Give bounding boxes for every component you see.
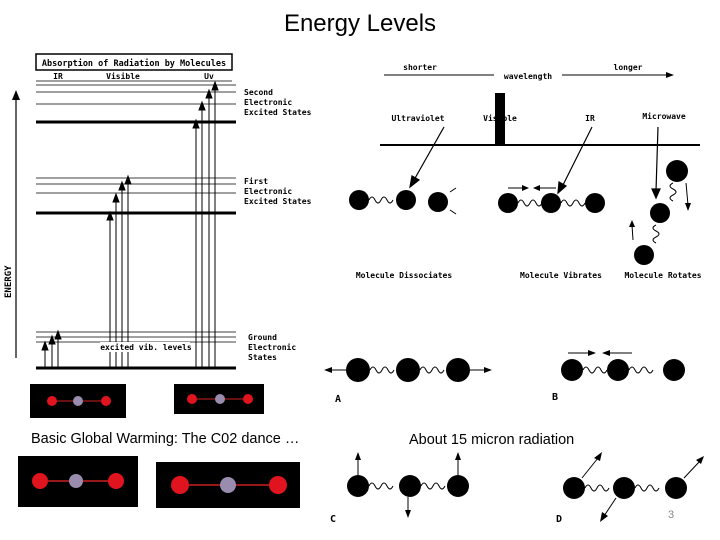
wavelength-label: wavelength [504,72,552,81]
caption-left: Basic Global Warming: The C02 dance … [31,431,300,447]
second-state-label-3: Excited States [244,107,312,117]
energy-axis-label: ENERGY [4,265,14,298]
first-state-label-3: Excited States [244,196,312,206]
dissociate-molecule [349,187,457,215]
region-ultraviolet: Ultraviolet [392,113,445,123]
mode-b: B [552,350,685,403]
first-state-label-2: Electronic [244,186,292,196]
co2-image-4 [156,462,300,508]
mode-c: C [330,452,469,525]
mode-label-d: D [556,514,562,525]
vibrate-molecule [498,185,605,213]
wavelength-longer: longer [614,63,643,72]
region-microwave: Microwave [642,111,686,121]
vibration-modes: A B C [324,350,704,525]
band-label-uv: Uv [204,72,214,81]
effect-dissociates: Molecule Dissociates [356,270,453,280]
ground-state-label-1: Ground [248,333,277,342]
caption-right: About 15 micron radiation [409,432,575,448]
band-label-ir: IR [53,72,63,81]
wavelength-shorter: shorter [403,63,437,72]
effect-rotates: Molecule Rotates [624,271,701,280]
co2-image-3 [18,456,138,507]
spectrum-diagram: shorter wavelength longer Ultraviolet Vi… [349,63,702,280]
mode-d: D [556,452,704,525]
co2-image-2 [174,384,264,414]
mode-label-c: C [330,514,336,525]
effect-vibrates: Molecule Vibrates [520,270,602,280]
region-visible: Visible [483,113,517,123]
rotate-molecule [629,160,691,265]
first-state-label-1: First [244,176,268,186]
mode-label-b: B [552,392,558,403]
absorption-diagram: Absorption of Radiation by Molecules IR … [4,53,312,370]
second-state-label-2: Electronic [244,97,292,107]
ground-state-label-2: Electronic [248,342,296,352]
ground-state-label-3: States [248,353,277,362]
region-ir: IR [585,114,595,123]
absorption-title: Absorption of Radiation by Molecules [42,58,226,69]
mode-label-a: A [335,394,341,405]
band-label-visible: Visible [106,71,140,81]
page-title: Energy Levels [283,10,437,37]
co2-image-1 [30,384,126,418]
second-state-label-1: Second [244,88,273,97]
mode-a: A [324,358,492,405]
page-number: 3 [668,509,675,521]
vib-levels-label: excited vib. levels [100,342,192,352]
